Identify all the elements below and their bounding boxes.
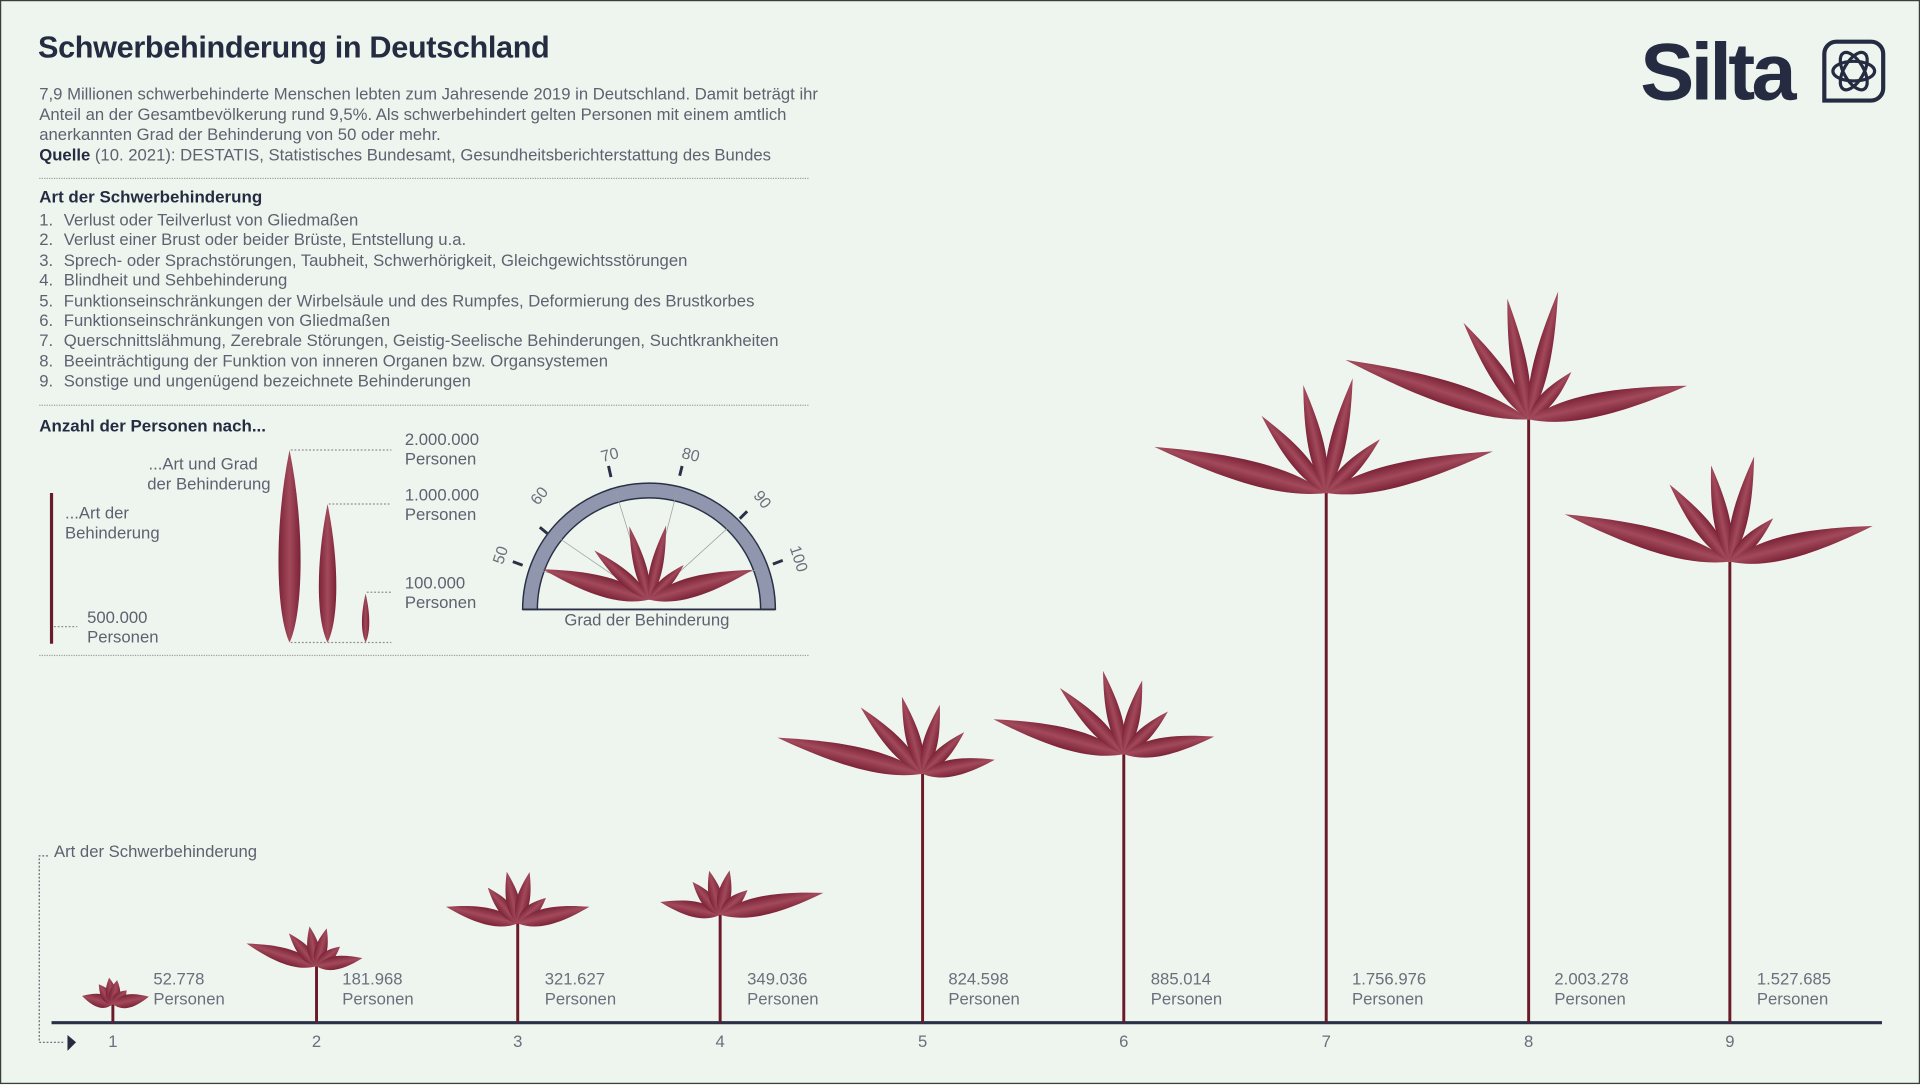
list-item: 8.Beeinträchtigung der Funktion von inne… [39, 351, 608, 371]
x-tick-9: 9 [1725, 1032, 1735, 1051]
list-item: 3.Sprech- oder Sprachstörungen, Taubheit… [39, 251, 688, 270]
list-item: 9.Sonstige und ungenügend bezeichnete Be… [39, 371, 471, 391]
svg-text:100: 100 [786, 544, 810, 575]
list-item: 7.Querschnittslähmung, Zerebrale Störung… [39, 331, 779, 351]
source-text: (10. 2021): DESTATIS, Statistisches Bund… [90, 145, 771, 165]
svg-text:80: 80 [680, 445, 701, 466]
list-item: 2.Verlust einer Brust oder beider Brüste… [39, 231, 467, 250]
axis-connector [38, 855, 66, 1043]
flower-1 [80, 976, 151, 1011]
axis-label: Art der Schwerbehinderung [53, 842, 258, 861]
list-item: 1.Verlust oder Teilverlust von Gliedmaße… [39, 210, 359, 230]
atom-icon [1822, 39, 1886, 103]
legend-heading: Anzahl der Personen nach... [39, 416, 266, 436]
x-tick-6: 6 [1119, 1032, 1129, 1051]
types-heading: Art der Schwerbehinderung [39, 187, 263, 207]
source-label: Quelle [39, 145, 91, 165]
list-item: 6.Funktionseinschränkungen von Gliedmaße… [39, 311, 391, 330]
legend-petals-icon [278, 449, 392, 644]
flower-9 [1561, 454, 1876, 573]
divider [39, 404, 809, 406]
logo-wordmark: Silta [1640, 25, 1796, 117]
x-tick-5: 5 [917, 1032, 928, 1051]
divider [39, 177, 809, 180]
list-item: 5.Funktionseinschränkungen der Wirbelsäu… [39, 291, 755, 310]
types-list: 1.Verlust oder Teilverlust von Gliedmaße… [39, 211, 778, 392]
x-tick-8: 8 [1524, 1032, 1534, 1051]
intro-text: 7,9 Millionen schwerbehinderte Menschen … [39, 85, 824, 166]
flower-2 [244, 925, 364, 974]
gauge-label: Grad der Behinderung [564, 610, 730, 630]
flower-5 [774, 694, 997, 785]
svg-text:60: 60 [528, 484, 552, 509]
degree-gauge: 50 60 70 80 90 100 [490, 445, 810, 611]
x-tick-3: 3 [513, 1032, 523, 1051]
page-title: Schwerbehinderung in Deutschland [38, 30, 550, 65]
flower-4 [658, 869, 826, 925]
arrow-right-icon [67, 1034, 77, 1051]
stems [111, 419, 1732, 1023]
list-item: 4.Blindheit und Sehbehinderung [39, 271, 288, 290]
x-tick-7: 7 [1321, 1032, 1331, 1051]
intro-paragraph: 7,9 Millionen schwerbehinderte Menschen … [39, 84, 818, 144]
flower-3 [444, 870, 592, 932]
svg-text:90: 90 [750, 488, 774, 513]
svg-text:50: 50 [490, 544, 512, 566]
divider [39, 654, 809, 657]
flower-8 [1341, 289, 1690, 431]
x-tick-2: 2 [311, 1032, 322, 1051]
flower-6 [990, 669, 1216, 765]
flower-heads [80, 289, 1876, 1011]
x-tick-1: 1 [108, 1032, 118, 1051]
svg-text:70: 70 [599, 445, 620, 466]
x-tick-4: 4 [715, 1032, 725, 1051]
